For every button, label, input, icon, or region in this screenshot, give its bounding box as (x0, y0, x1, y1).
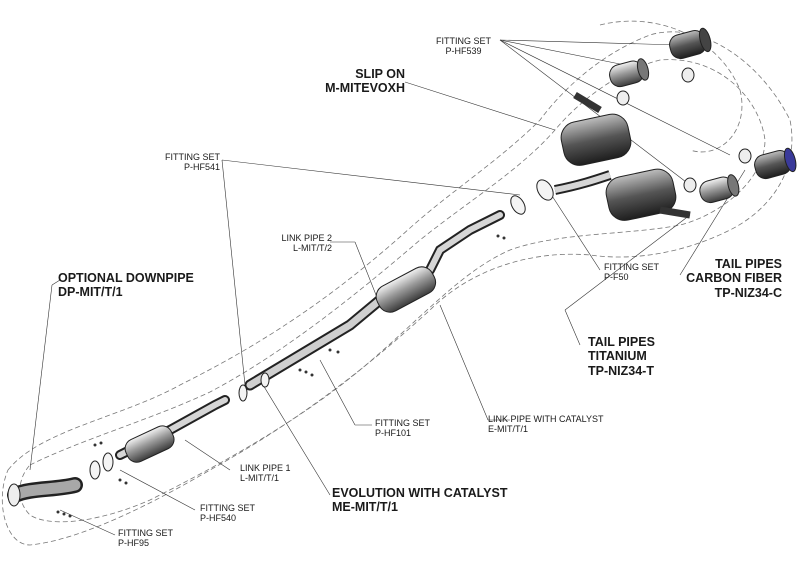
catalyst-main (375, 266, 437, 313)
slip-on-mufflers (554, 91, 691, 221)
flanges (89, 179, 554, 480)
tail-pipe-tips (609, 27, 797, 204)
fitting-bolts (56, 234, 506, 518)
downpipe (7, 477, 83, 507)
catalyst-front (124, 425, 175, 463)
